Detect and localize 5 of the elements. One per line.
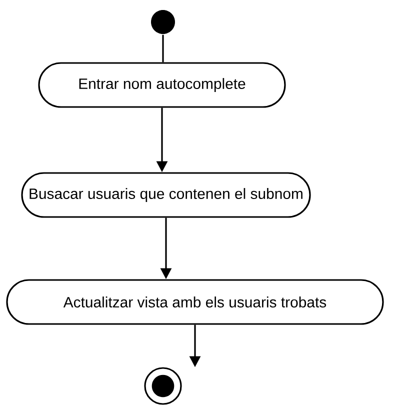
initial-node: [151, 10, 175, 34]
final-node: [144, 367, 182, 405]
action-box: Busacar usuaris que contenen el subnom: [21, 172, 311, 218]
action-box: Actualitzar vista amb els usuaris trobats: [6, 279, 384, 325]
action-box: Entrar nom autocomplete: [38, 62, 286, 108]
